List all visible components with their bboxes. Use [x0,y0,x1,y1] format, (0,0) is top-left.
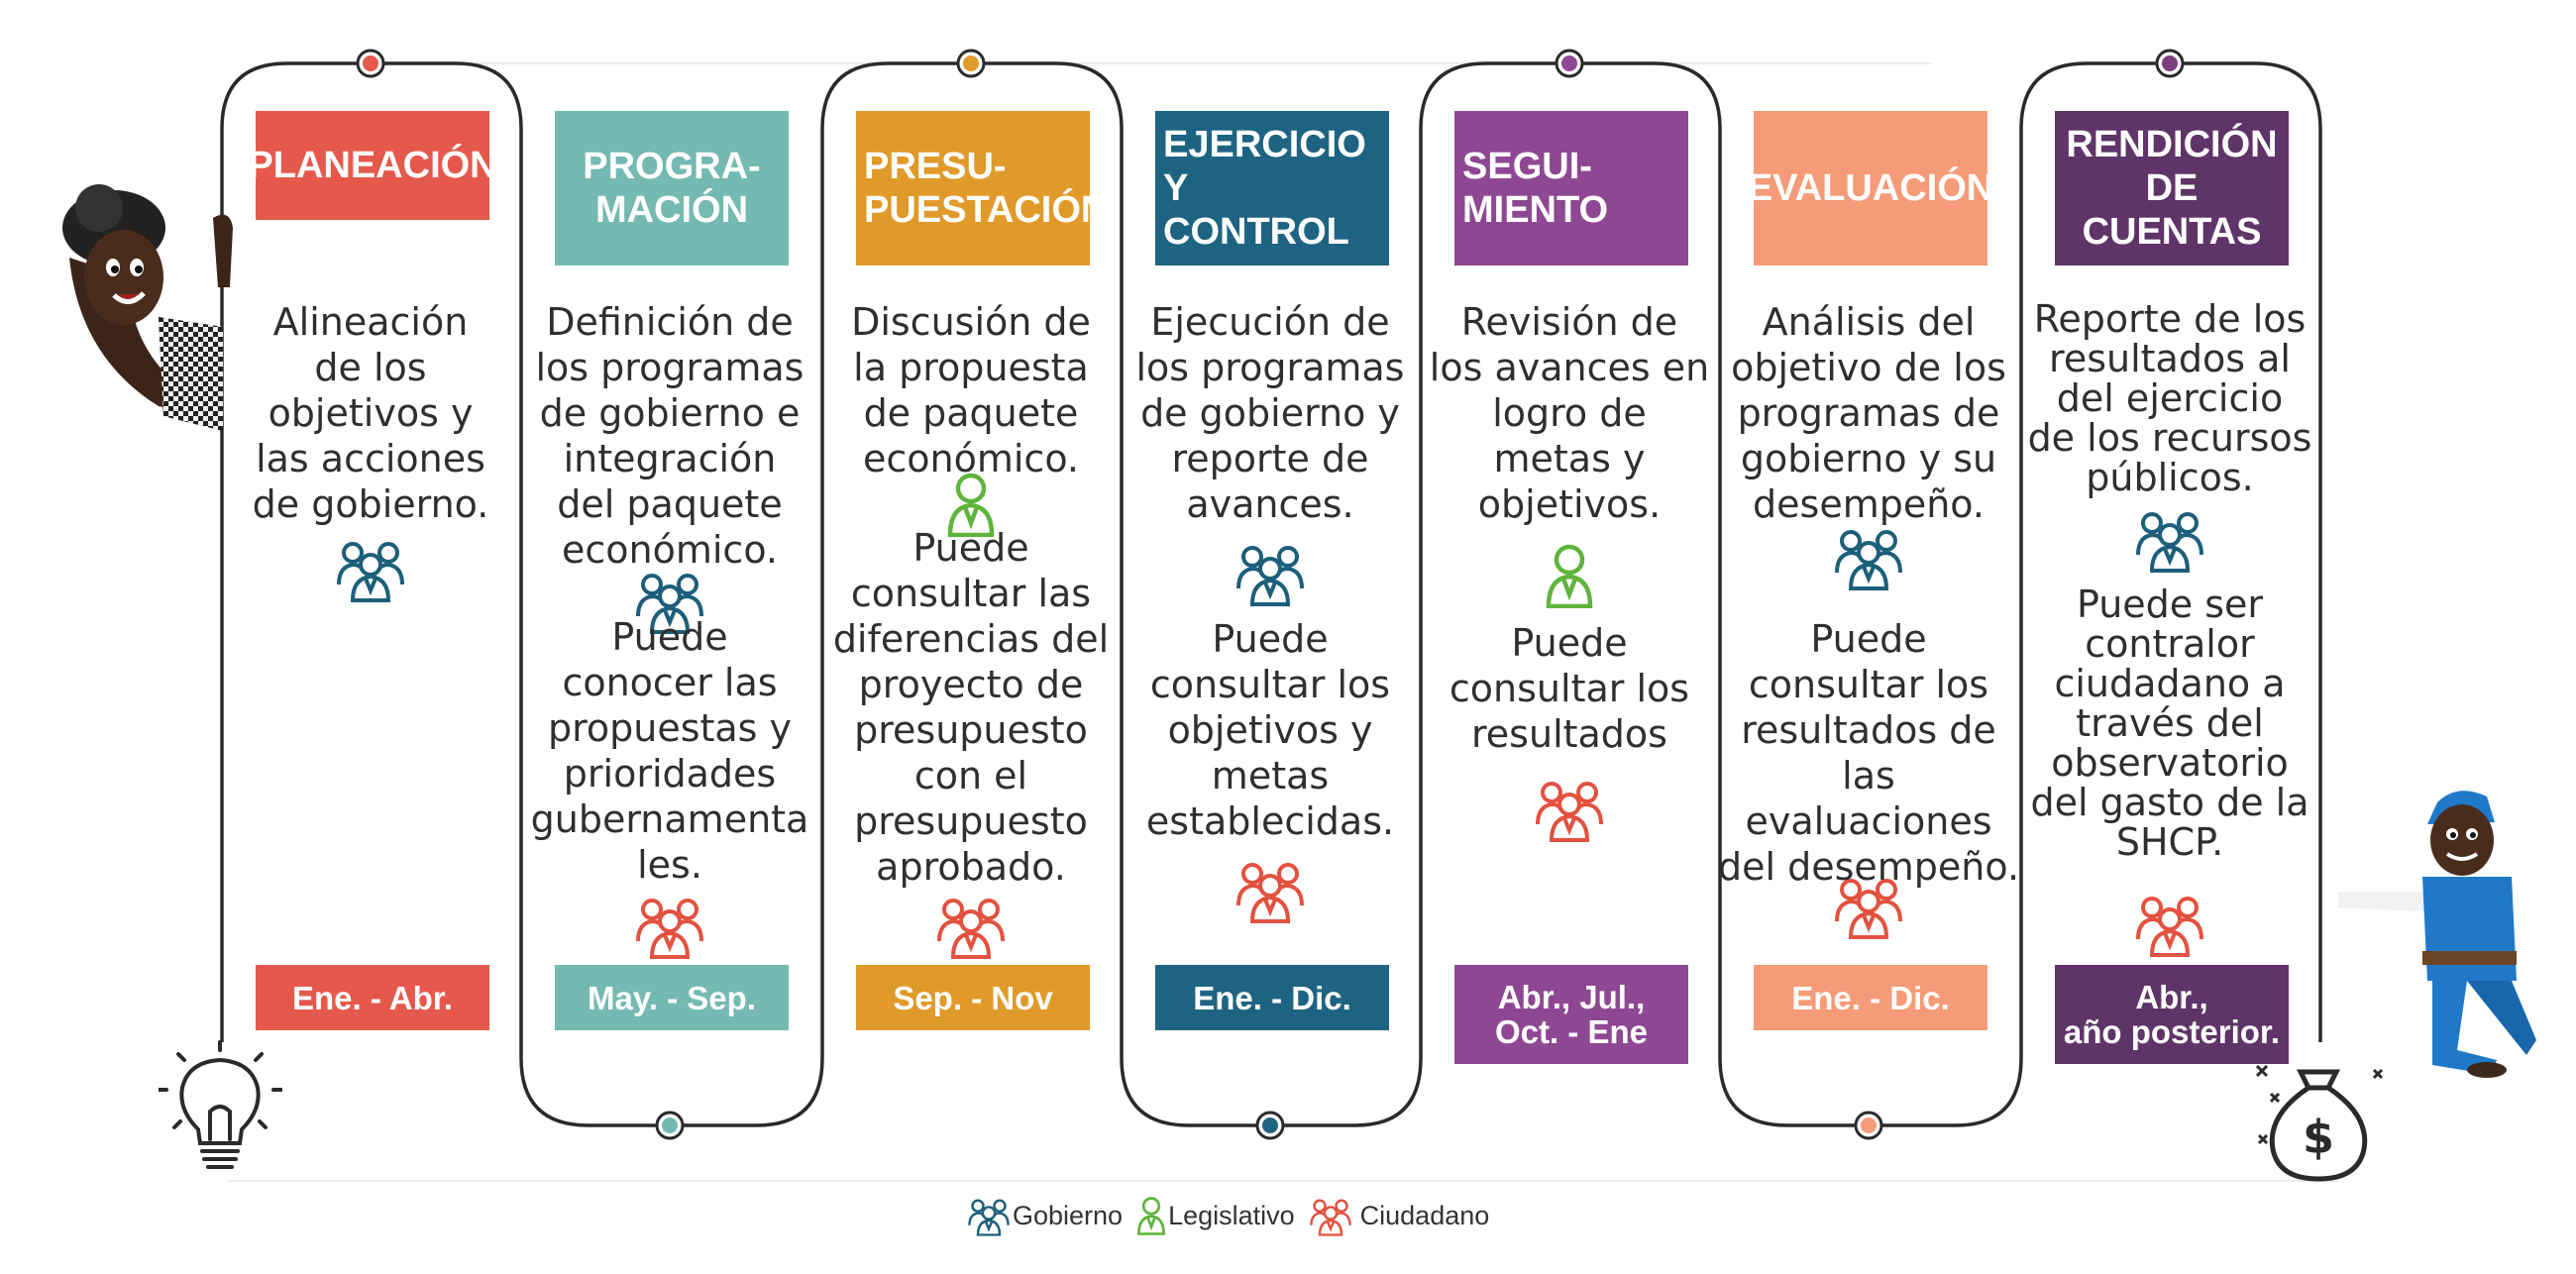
role-gobierno [2021,505,2318,575]
role-ciudadano [822,892,1120,961]
citizen-note: Puede conocer las propuestas y prioridad… [530,615,809,887]
svg-text:$: $ [2303,1111,2334,1164]
stage-description: Análisis del objetivo de los programas d… [1731,300,2006,526]
connector-dot-fill [1561,55,1577,71]
government-people-icon [967,1195,1011,1236]
government-people-icon [335,535,406,602]
stage-period: May. - Sep. [555,965,789,1030]
businesswoman-illustration [62,184,233,431]
stage-title: PRESU- PUESTACIÓN [856,111,1108,265]
connector-dot-fill [1262,1117,1278,1133]
stage-description: Alineación de los objetivos y las accion… [252,300,489,526]
lightbulb-icon [159,1040,282,1169]
stage-title: RENDICIÓN DE CUENTAS [2055,111,2289,265]
worker-illustration [2338,791,2536,1078]
stage-title: SEGUI- MIENTO [1454,111,1688,265]
stage-title: EVALUACIÓN [1748,111,1993,265]
stage-column-7: RENDICIÓN DE CUENTAS Reporte de los resul… [2021,0,2318,1274]
citizen-people-icon [1234,856,1306,923]
stage-column-2: PROGRA- MACIÓN Definición de los programa… [521,0,818,1274]
stage-title-text: PRESU- PUESTACIÓN [864,146,1109,231]
legend-item-ciudadano: Ciudadano [1309,1195,1490,1236]
citizen-note: Puede consultar los resultados [1449,621,1690,756]
stage-period: Abr., año posterior. [2055,965,2289,1064]
stage-column-5: SEGUI- MIENTO Revisión de los avances en … [1421,0,1718,1274]
stage-description: Discusión de la propuesta de paquete eco… [851,300,1091,480]
citizen-people-icon [1309,1195,1352,1236]
legend-item-legislativo: Legislativo [1136,1195,1295,1236]
stage-title-text: PROGRA- MACIÓN [583,146,761,231]
role-ciudadano [1421,775,1718,844]
government-people-icon [2134,505,2205,573]
stage-period: Ene. - Abr. [256,965,489,1030]
government-people-icon [1234,539,1306,606]
legislator-person-icon [1136,1195,1166,1236]
stage-period: Sep. - Nov [856,965,1090,1030]
stage-column-4: EJERCICIO Y CONTROL Ejecución de los prog… [1122,0,1419,1274]
connector-dot-fill [1861,1117,1877,1133]
stage-description: Revisión de los avances en logro de meta… [1429,300,1710,526]
citizen-people-icon [1534,775,1605,842]
legend-label-ciudadano: Ciudadano [1359,1200,1490,1230]
stage-title: PROGRA- MACIÓN [555,111,789,265]
legislator-person-icon [1545,543,1594,608]
role-legislativo [1421,543,1718,612]
stage-column-6: EVALUACIÓN Análisis del objetivo de los p… [1718,0,2019,1274]
citizen-note: Puede consultar los objetivos y metas es… [1145,617,1395,843]
stage-title-text: RENDICIÓN DE CUENTAS [2066,124,2278,253]
citizen-people-icon [634,892,705,959]
legend-item-gobierno: Gobierno [967,1195,1123,1236]
role-ciudadano [521,892,818,961]
citizen-note: Puede consultar las diferencias del proy… [832,526,1110,889]
role-gobierno [1720,523,2017,592]
citizen-people-icon [935,892,1007,959]
connector-dot-fill [662,1117,678,1133]
stage-description: Reporte de los resultados al del ejercic… [2027,297,2312,499]
stage-title-text: EJERCICIO Y CONTROL [1163,124,1366,253]
stage-description: Ejecución de los programas de gobierno y… [1135,300,1405,526]
legend-label-legislativo: Legislativo [1168,1200,1295,1230]
money-bag-icon: $ [2255,1064,2384,1182]
stage-title-text: SEGUI- MIENTO [1462,146,1609,231]
stage-title: EJERCICIO Y CONTROL [1155,111,1389,265]
connector-dot-fill [363,55,378,71]
connector-dot-fill [2162,55,2178,71]
citizen-note: Puede consultar los resultados de las ev… [1717,617,2020,889]
citizen-note: Puede ser contralor ciudadano a través d… [2030,583,2309,864]
stage-title-text: EVALUACIÓN [1747,167,1994,209]
stage-column-3: PRESU- PUESTACIÓN Discusión de la propues… [822,0,1120,1274]
legend: Gobierno Legislativo Ciudadano [967,1195,1503,1236]
stage-title-text: PLANEACIÓN [248,145,497,186]
role-gobierno [222,535,519,604]
stage-column-1: PLANEACIÓN Alineación de los objetivos y … [222,0,519,1274]
stage-period: Abr., Jul., Oct. - Ene [1454,965,1688,1064]
stage-description: Definición de los programas de gobierno … [535,300,805,572]
role-ciudadano [2021,890,2318,959]
role-gobierno [1122,539,1419,608]
connector-dot-fill [963,55,979,71]
stage-period: Ene. - Dic. [1754,965,1987,1030]
legend-label-gobierno: Gobierno [1013,1200,1124,1230]
role-ciudadano [1122,856,1419,925]
stage-title: PLANEACIÓN [248,111,497,220]
government-people-icon [1833,523,1904,590]
stage-period: Ene. - Dic. [1155,965,1389,1030]
citizen-people-icon [2134,890,2205,957]
